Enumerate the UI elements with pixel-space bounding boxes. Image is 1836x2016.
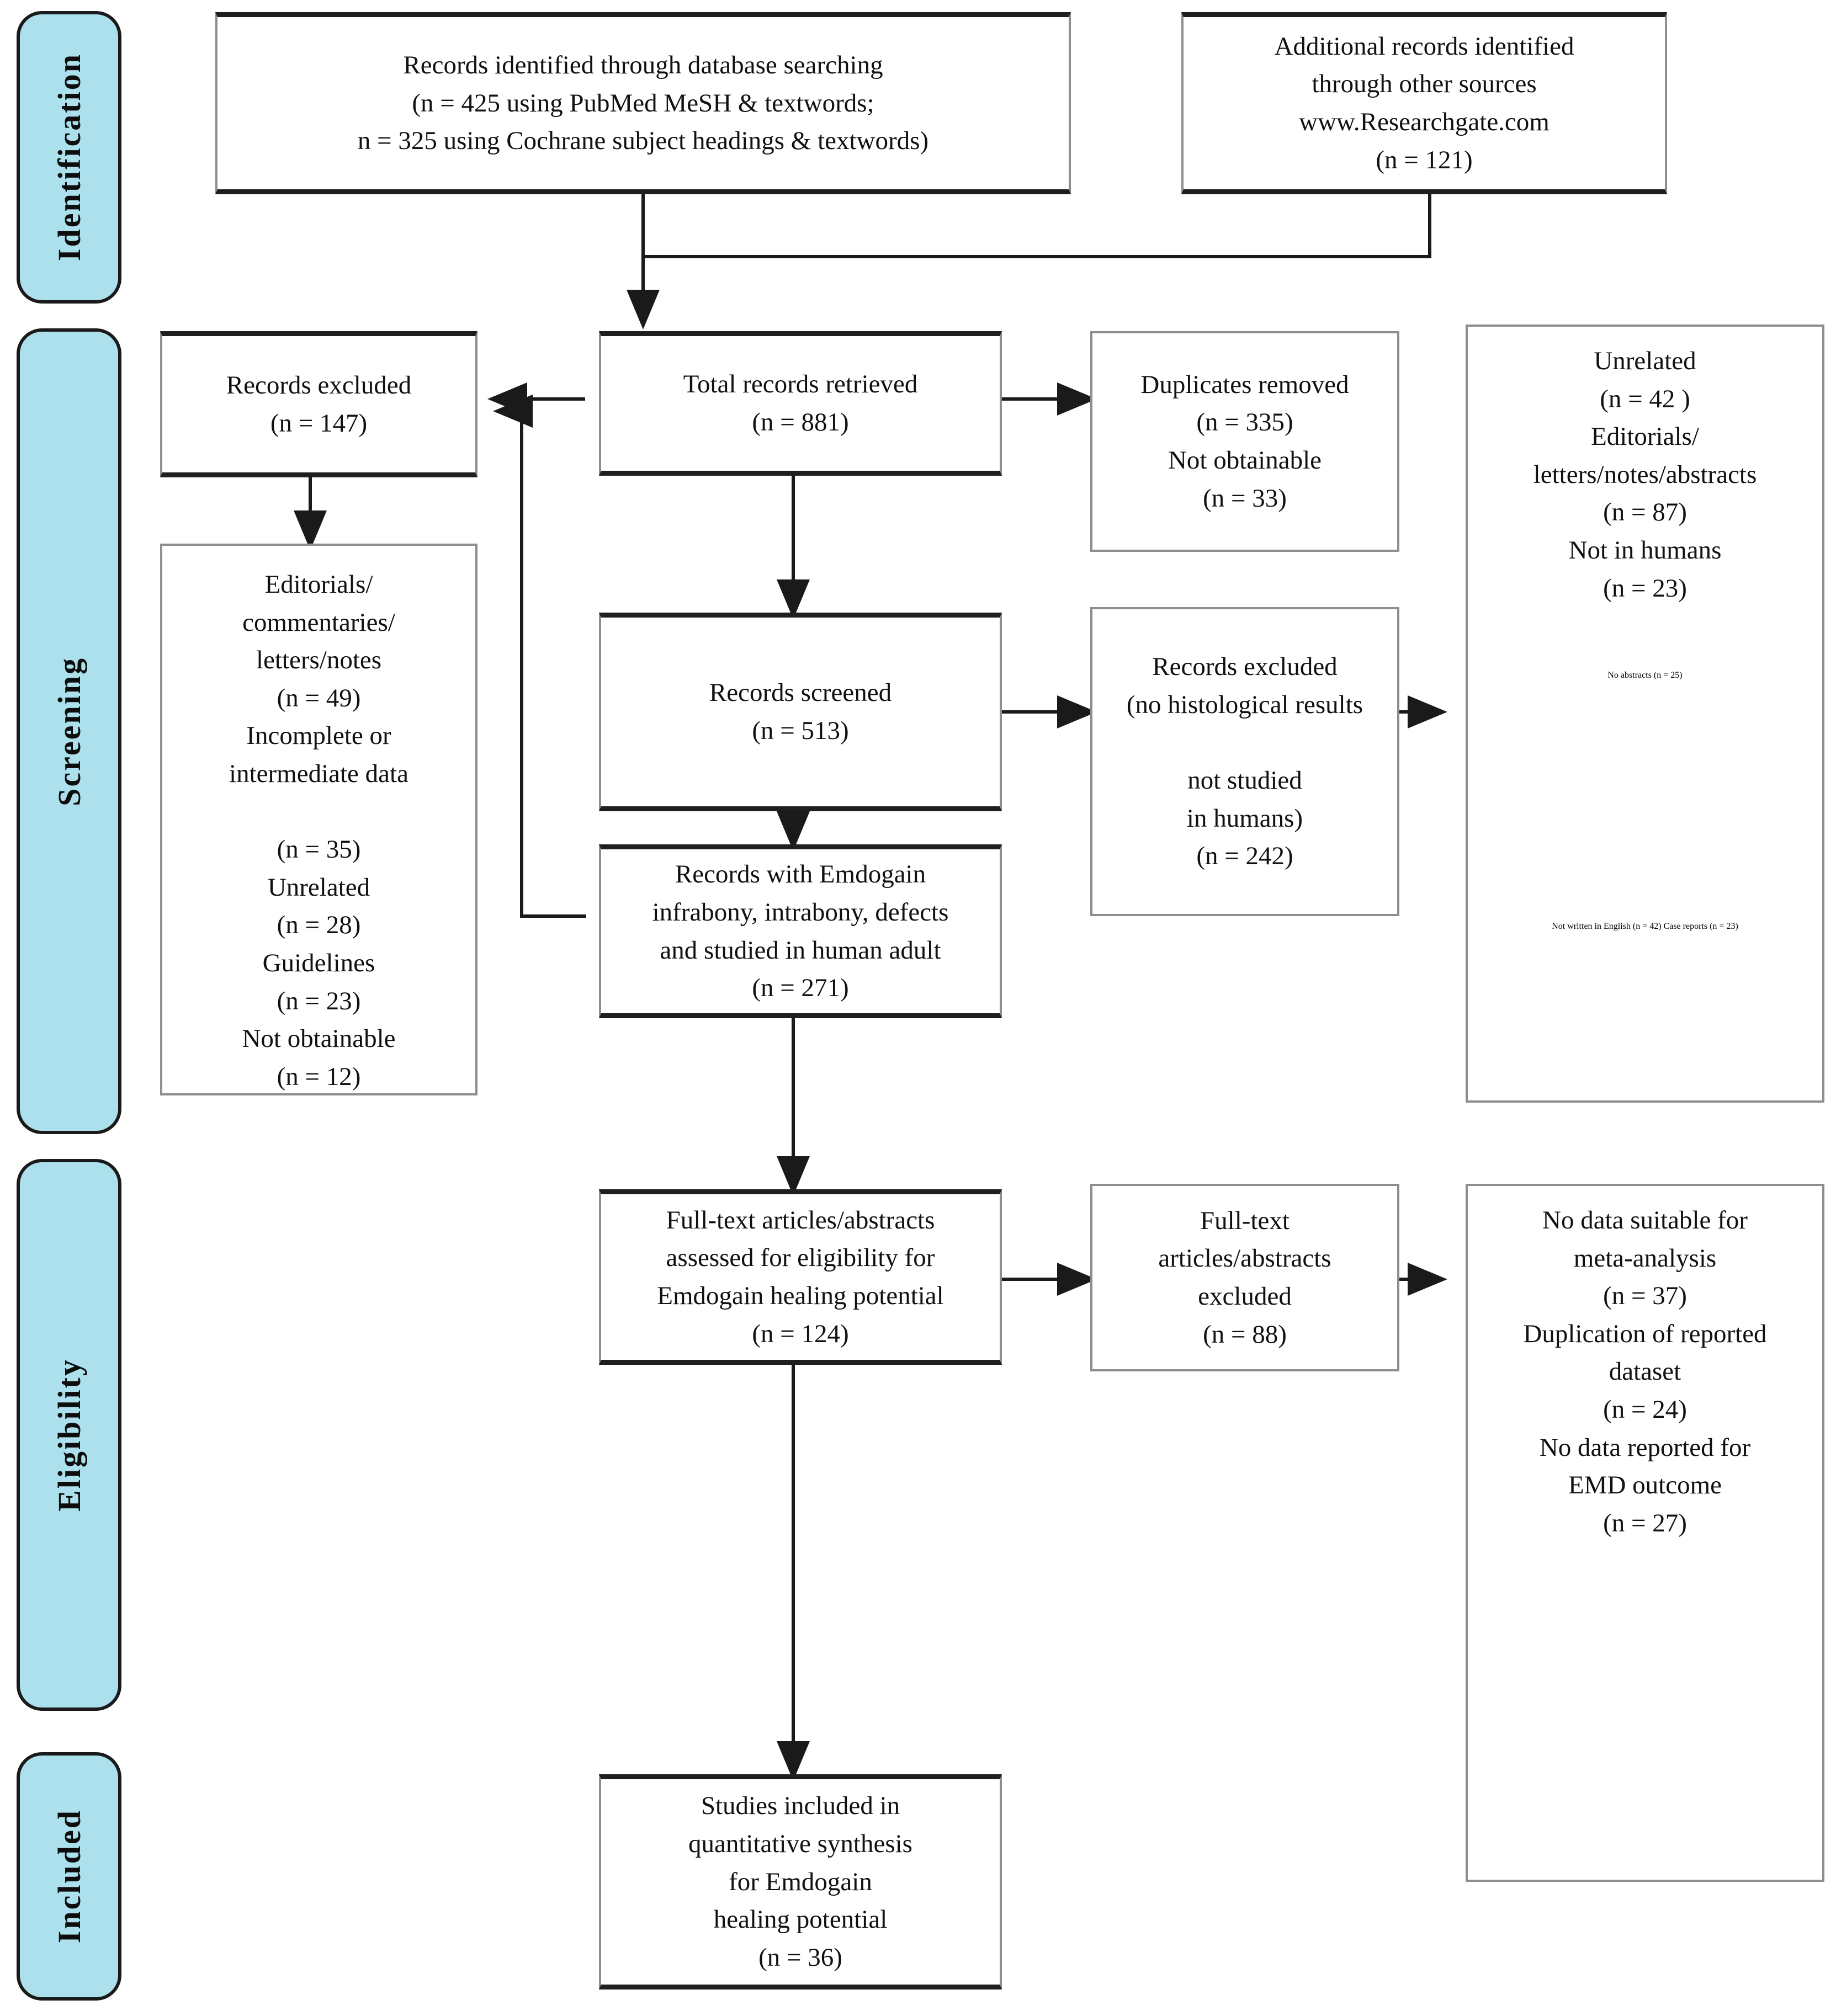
box-text: No abstracts (n = 25) — [1607, 671, 1683, 680]
box-text: Full-text articles/abstracts excluded (n… — [1158, 1206, 1331, 1349]
box-text: Records excluded (no histological result… — [1126, 652, 1363, 871]
box-fulltext-assessed[interactable]: Full-text articles/abstracts assessed fo… — [599, 1189, 1002, 1365]
box-screening-exclusion-reasons[interactable]: Unrelated (n = 42 ) Editorials/ letters/… — [1466, 325, 1824, 1103]
box-text: Additional records identified through ot… — [1274, 31, 1574, 174]
box-text: Editorials/ commentaries/ letters/notes … — [229, 570, 408, 1091]
box-screening-exclusion-reasons-mid: No abstracts (n = 25) — [1466, 671, 1824, 680]
box-eligibility-exclusion-reasons[interactable]: No data suitable for meta-analysis (n = … — [1466, 1184, 1824, 1882]
box-text: No data suitable for meta-analysis (n = … — [1523, 1206, 1767, 1538]
box-total-records-retrieved[interactable]: Total records retrieved (n = 881) — [599, 331, 1002, 476]
box-text: Unrelated (n = 42 ) Editorials/ letters/… — [1533, 347, 1757, 603]
box-text: Records excluded (n = 147) — [226, 370, 412, 438]
phase-included[interactable]: Included — [17, 1752, 121, 2001]
box-text: Full-text articles/abstracts assessed fo… — [657, 1205, 944, 1348]
box-studies-included[interactable]: Studies included in quantitative synthes… — [599, 1774, 1002, 1990]
box-screening-exclusion-reasons-bottom: Not written in English (n = 42) Case rep… — [1466, 922, 1824, 932]
box-records-excluded-147[interactable]: Records excluded (n = 147) — [160, 331, 477, 477]
phase-label-included: Included — [51, 1809, 87, 1944]
box-records-excluded-histology[interactable]: Records excluded (no histological result… — [1090, 607, 1399, 916]
box-text: Records with Emdogain infrabony, intrabo… — [652, 860, 949, 1003]
box-fulltext-excluded[interactable]: Full-text articles/abstracts excluded (n… — [1090, 1184, 1399, 1371]
box-text: Records identified through database sear… — [357, 51, 929, 156]
box-records-screened[interactable]: Records screened (n = 513) — [599, 613, 1002, 811]
wire-merge-row1 — [641, 193, 1431, 258]
phase-screening[interactable]: Screening — [17, 328, 121, 1134]
phase-label-screening: Screening — [51, 656, 87, 806]
box-emdogain-records[interactable]: Records with Emdogain infrabony, intrabo… — [599, 844, 1002, 1018]
phase-identification[interactable]: Identification — [17, 11, 121, 304]
box-text: Duplicates removed (n = 335) Not obtaina… — [1140, 370, 1349, 513]
phase-label-eligibility: Eligibility — [51, 1358, 87, 1512]
box-text: Records screened (n = 513) — [709, 678, 892, 745]
box-records-identified-database[interactable]: Records identified through database sear… — [215, 12, 1071, 194]
box-text: Studies included in quantitative synthes… — [688, 1791, 912, 1972]
phase-label-identification: Identification — [51, 53, 87, 262]
box-text: Total records retrieved (n = 881) — [683, 370, 918, 437]
wire-emdogain-feedback — [493, 395, 586, 918]
box-additional-records-other-sources[interactable]: Additional records identified through ot… — [1181, 12, 1667, 194]
box-text: Not written in English (n = 42) Case rep… — [1552, 922, 1738, 931]
box-duplicates-removed[interactable]: Duplicates removed (n = 335) Not obtaina… — [1090, 331, 1399, 552]
phase-eligibility[interactable]: Eligibility — [17, 1159, 121, 1711]
box-screening-exclusion-detail[interactable]: Editorials/ commentaries/ letters/notes … — [160, 544, 477, 1095]
